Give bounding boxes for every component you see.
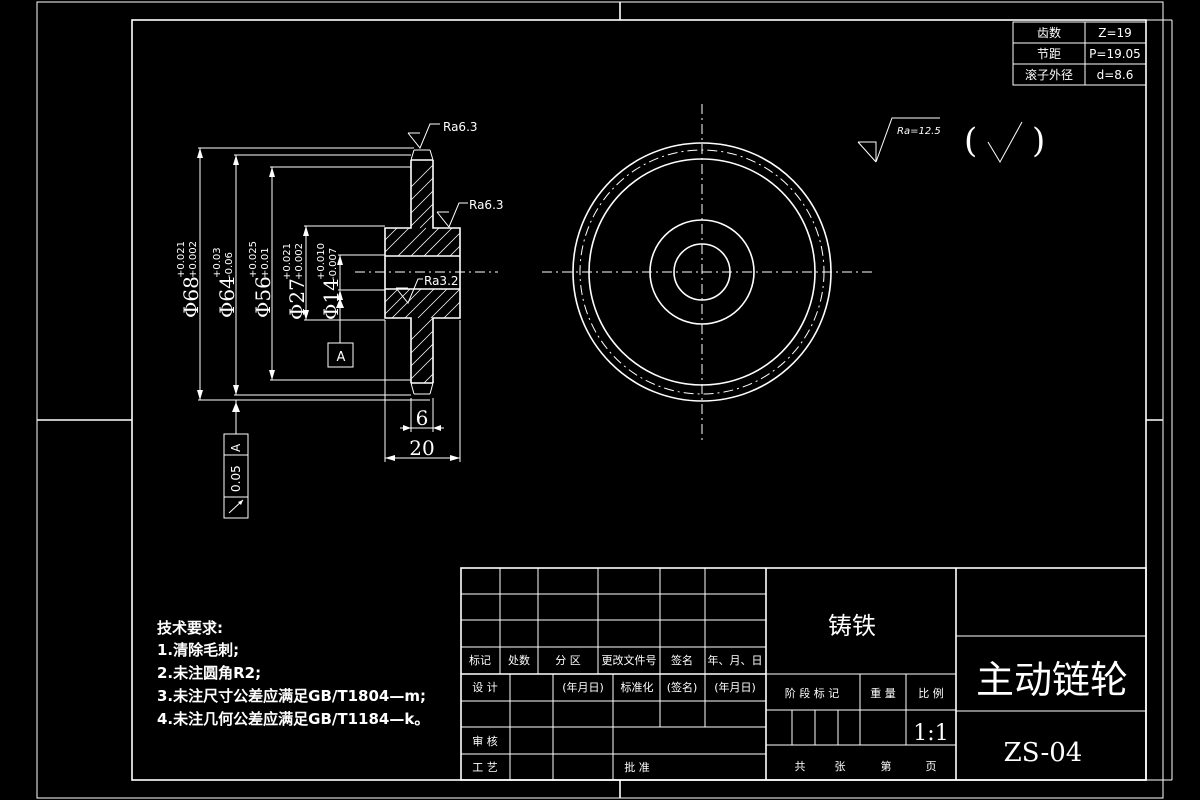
tb-header-mark: 标记 <box>469 653 491 667</box>
tech-req-item-4: 4.未注几何公差应满足GB/T1184—k。 <box>157 710 429 728</box>
dim-d68: Φ68 +0.021 +0.002 <box>176 241 203 318</box>
dim-width-20: 20 <box>409 436 434 460</box>
title-block-grid <box>460 567 1147 781</box>
svg-text:+0.021: +0.021 <box>282 243 293 280</box>
param-label-teeth: 齿数 <box>1037 25 1061 40</box>
svg-text:+0.010: +0.010 <box>316 243 327 280</box>
tech-req-item-3: 3.未注尺寸公差应满足GB/T1804—m; <box>157 687 426 705</box>
svg-text:+0.002: +0.002 <box>294 243 305 280</box>
tb-header-date: 年、月、日 <box>708 653 763 667</box>
tb-header-zone: 分 区 <box>555 654 581 667</box>
tb-ratio: 比 例 <box>918 686 944 700</box>
tb-total: 共 <box>795 760 806 773</box>
tb-scale: 1:1 <box>913 721 948 746</box>
svg-text:Φ14: Φ14 <box>319 278 343 320</box>
tech-req-item-1: 1.清除毛刺; <box>157 641 239 659</box>
svg-text:+0.025: +0.025 <box>248 241 259 278</box>
params-table <box>1012 21 1147 86</box>
param-value-pitch: P=19.05 <box>1089 47 1141 61</box>
dim-d64: Φ64 +0.03 -0.06 <box>212 247 239 318</box>
tb-approve: 批 准 <box>624 760 650 774</box>
tb-sheets: 张 <box>835 760 846 773</box>
outer-frame <box>36 1 1164 799</box>
svg-text:Φ64: Φ64 <box>215 276 239 318</box>
dim-d56: Φ56 +0.025 +0.01 <box>248 241 275 318</box>
roughness-top-label: Ra6.3 <box>443 120 478 134</box>
section-view <box>197 123 498 519</box>
svg-text:Φ68: Φ68 <box>179 276 203 318</box>
svg-text:+0.01: +0.01 <box>260 247 271 278</box>
dim-d14: Φ14 +0.010 -0.007 <box>316 243 343 320</box>
centering-marks <box>37 2 1173 798</box>
svg-text:+0.03: +0.03 <box>212 247 223 278</box>
param-label-roller: 滚子外径 <box>1025 67 1073 82</box>
tb-page: 页 <box>926 760 937 773</box>
svg-text:+0.021: +0.021 <box>176 241 187 278</box>
tb-standardize: 标准化 <box>621 680 654 694</box>
svg-text:Φ27: Φ27 <box>285 278 309 320</box>
svg-text:-0.007: -0.007 <box>328 248 339 280</box>
tb-sign-paren: (签名) <box>667 680 698 694</box>
svg-text:Φ56: Φ56 <box>251 276 275 318</box>
tb-part-name: 主动链轮 <box>976 658 1128 702</box>
tb-date-paren: (年月日) <box>714 680 756 694</box>
tech-req-title: 技术要求: <box>157 619 223 637</box>
general-roughness-label: Ra=12.5 <box>897 126 941 137</box>
tb-design-date: (年月日) <box>562 680 604 694</box>
front-view <box>542 104 872 444</box>
rest-roughness-symbol: ( ) <box>964 121 1045 164</box>
tech-req-item-2: 2.未注圆角R2; <box>157 664 261 682</box>
roughness-hub-label: Ra6.3 <box>469 198 504 212</box>
dim-d27: Φ27 +0.021 +0.002 <box>282 243 309 320</box>
tb-header-count: 处数 <box>508 654 530 667</box>
tb-design: 设 计 <box>472 681 498 694</box>
svg-text:+0.002: +0.002 <box>188 241 199 278</box>
param-value-roller: d=8.6 <box>1097 68 1134 82</box>
tb-review: 审 核 <box>472 734 498 748</box>
tb-material: 铸铁 <box>828 612 876 640</box>
tb-header-doc: 更改文件号 <box>602 653 657 667</box>
svg-text:(: ( <box>964 121 977 161</box>
param-label-pitch: 节距 <box>1037 47 1061 61</box>
tb-drawing-no: ZS-04 <box>1004 738 1083 768</box>
svg-text:-0.06: -0.06 <box>224 252 235 278</box>
datum-label: A <box>337 350 346 365</box>
tb-weight: 重 量 <box>870 686 896 700</box>
tolerance-frame-text: 0.05 <box>229 465 243 492</box>
tb-process: 工 艺 <box>472 761 498 774</box>
tb-header-sign: 签名 <box>671 653 693 667</box>
svg-text:A: A <box>229 443 243 452</box>
general-roughness-symbol <box>857 117 940 163</box>
param-value-teeth: Z=19 <box>1098 26 1132 40</box>
dim-width-6: 6 <box>416 406 429 430</box>
tb-sheet-no: 第 <box>881 759 892 773</box>
tolerance-frame-datum: A <box>229 443 243 452</box>
tb-stage-mark: 阶 段 标 记 <box>785 686 840 700</box>
svg-text:0.05: 0.05 <box>229 465 243 492</box>
svg-text:): ) <box>1032 121 1045 161</box>
roughness-bore-label: Ra3.2 <box>424 274 459 288</box>
